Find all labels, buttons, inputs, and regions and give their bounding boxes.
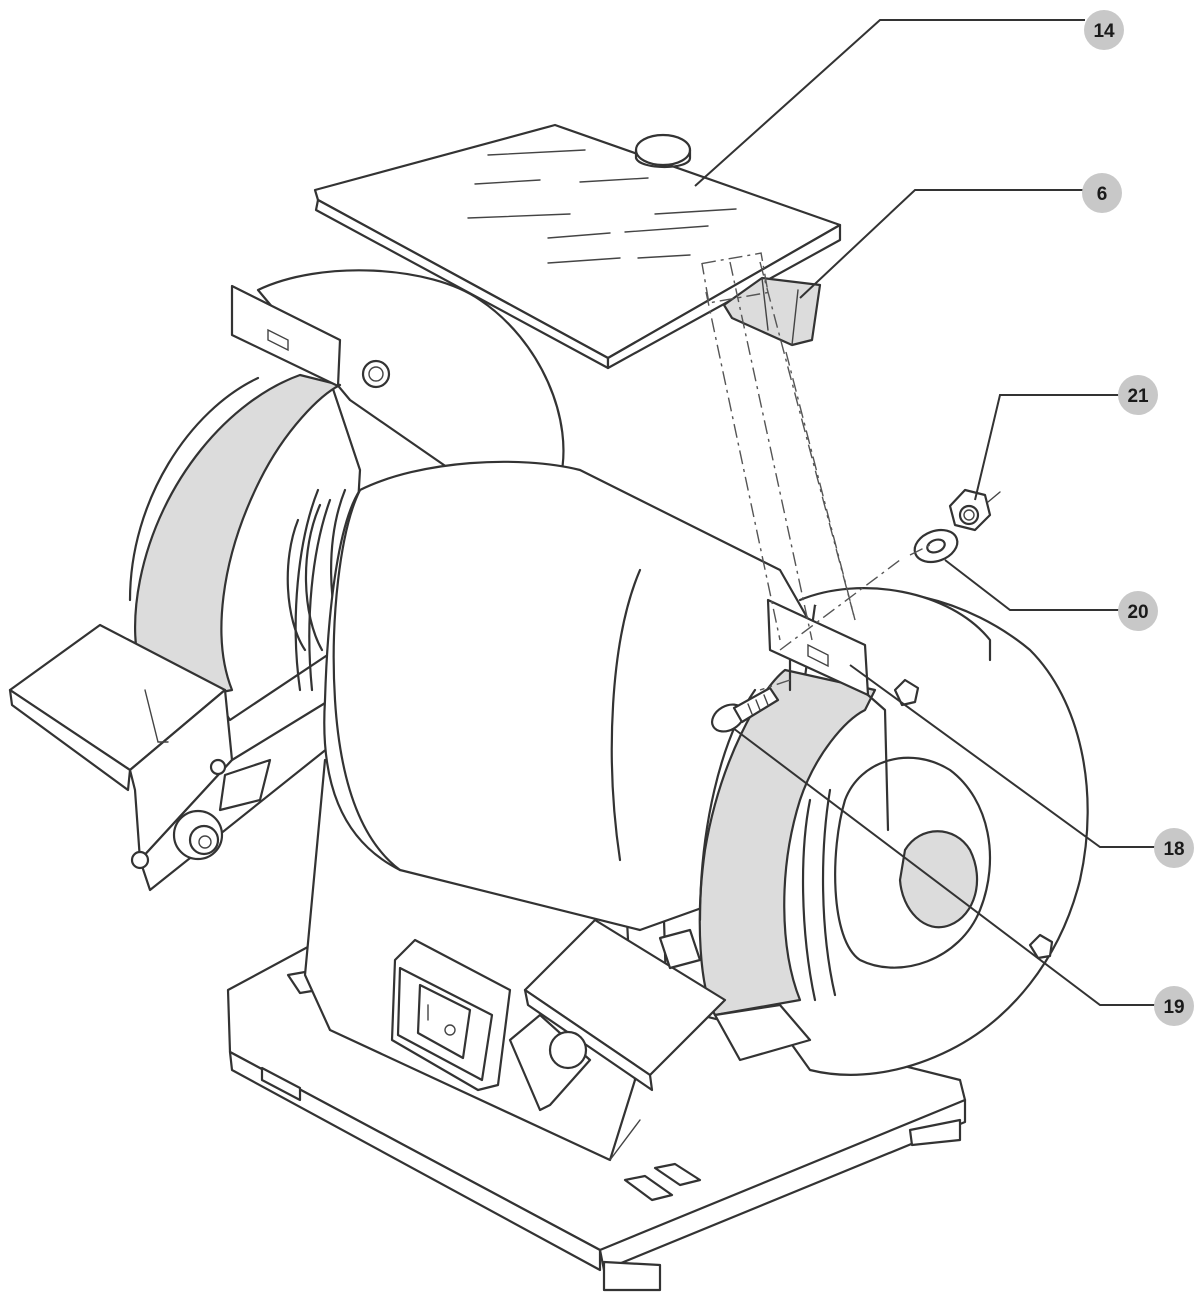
callout-label-21: 21 [1127, 386, 1149, 407]
leader-6 [799, 189, 1090, 299]
callout-badge-21: 21 [1118, 375, 1158, 415]
leader-18 [849, 664, 1160, 848]
eye-shield-bracket [722, 276, 822, 347]
assembly-guide-lines [701, 252, 931, 691]
callout-badge-14: 14 [1084, 10, 1124, 50]
callout-badge-18: 18 [1154, 828, 1194, 868]
right-tool-rest [508, 918, 727, 1112]
leader-19 [732, 727, 1160, 1006]
callout-badge-20: 20 [1118, 591, 1158, 631]
callout-label-19: 19 [1163, 997, 1184, 1018]
callout-label-20: 20 [1127, 602, 1148, 623]
callout-label-18: 18 [1163, 839, 1184, 860]
leader-21 [974, 394, 1120, 501]
leader-lines [694, 19, 1160, 1006]
callout-badge-6: 6 [1082, 173, 1122, 213]
leader-14 [694, 19, 1085, 187]
right-spark-deflector [766, 598, 890, 832]
left-grinding-wheel [128, 284, 362, 722]
right-grinding-wheel [698, 668, 877, 1062]
callout-label-14: 14 [1093, 21, 1115, 42]
carriage-bolt [711, 686, 780, 733]
motor-body [294, 460, 842, 932]
power-switch [390, 938, 512, 1092]
callout-label-6: 6 [1097, 184, 1108, 205]
leader-20 [944, 559, 1120, 611]
washer [913, 528, 959, 564]
hex-nut [948, 488, 1001, 532]
back-wheel-guard [256, 269, 565, 492]
callout-badge-19: 19 [1154, 986, 1194, 1026]
